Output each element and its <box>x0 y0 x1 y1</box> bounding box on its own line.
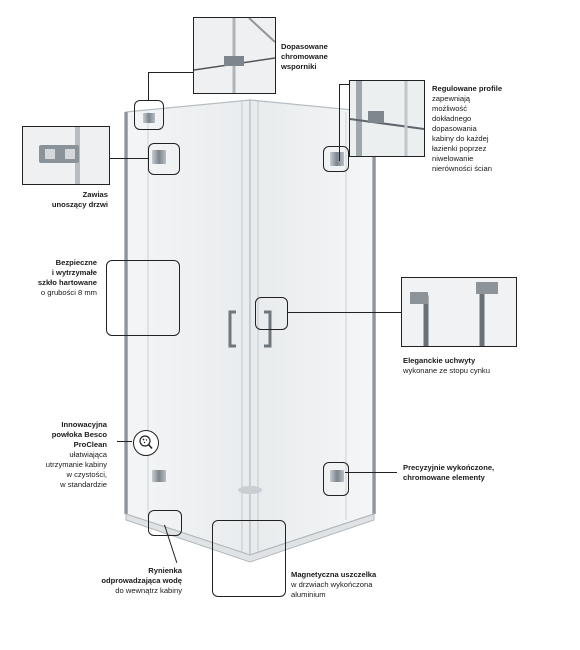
coating-title-2: powłoka Besco <box>51 430 107 439</box>
connector-finish <box>345 472 397 474</box>
hinge-title-2: unoszący drzwi <box>51 200 108 209</box>
label-handles: Eleganckie uchwyty wykonane ze stopu cyn… <box>403 356 490 376</box>
label-brackets: Dopasowane chromowane wsporniki <box>281 42 328 72</box>
profiles-desc-5: kabiny do każdej <box>432 134 489 143</box>
callout-handle <box>255 297 288 330</box>
photo-hinge <box>22 126 110 185</box>
profiles-desc-8: nierówności ścian <box>432 164 492 173</box>
callout-hinge <box>148 143 180 175</box>
coating-desc-2: utrzymanie kabiny <box>45 460 107 469</box>
label-hinge: Zawias unoszący drzwi <box>40 190 108 210</box>
callout-finish <box>323 462 349 496</box>
coating-title-1: Innowacyjna <box>61 420 107 429</box>
connector-handles <box>287 312 401 314</box>
seal-desc-1: w drzwiach wykończona <box>291 580 373 589</box>
connector-brackets-h <box>148 72 193 74</box>
connector-coating <box>117 441 132 443</box>
profiles-desc-1: zapewniają <box>432 94 470 103</box>
left-wall-profile <box>124 112 128 514</box>
brackets-title-1: Dopasowane <box>281 42 328 51</box>
right-hinge <box>330 152 344 166</box>
profiles-desc-3: dokładnego <box>432 114 472 123</box>
photo-handles <box>401 277 517 347</box>
profiles-desc-6: łazienki poprzez <box>432 144 487 153</box>
connector-hinge <box>108 158 148 160</box>
glass-title-3: szkło hartowane <box>37 278 97 287</box>
photo-brackets <box>193 17 276 94</box>
left-handle <box>228 310 236 348</box>
handles-desc: wykonane ze stopu cynku <box>403 366 490 375</box>
tray-title-1: Rynienka <box>148 566 182 575</box>
finish-title-2: chromowane elementy <box>403 473 485 482</box>
profiles-desc-4: dopasowania <box>432 124 477 133</box>
coating-title-3: ProClean <box>73 440 107 449</box>
callout-seal <box>212 520 286 597</box>
profiles-desc-7: niwelowanie <box>432 154 474 163</box>
connector-profiles-v <box>339 84 341 161</box>
brackets-title-3: wsporniki <box>281 62 317 71</box>
drain <box>238 486 262 494</box>
label-finish: Precyzyjnie wykończone, chromowane eleme… <box>403 463 494 483</box>
hinge-title-1: Zawias <box>82 190 108 199</box>
profiles-title: Regulowane profile <box>432 84 503 93</box>
top-bracket <box>143 113 155 123</box>
glass-desc: o grubości 8 mm <box>40 288 97 297</box>
callout-tray <box>148 510 182 536</box>
coating-desc-4: w standardzie <box>60 480 107 489</box>
coating-desc-1: ułatwiająca <box>69 450 107 459</box>
label-tray: Rynienka odprowadzająca wodę do wewnątrz… <box>70 566 182 596</box>
label-profiles: Regulowane profile zapewniają możliwość … <box>432 84 502 174</box>
label-glass: Bezpieczne i wytrzymałe szkło hartowane … <box>10 258 97 298</box>
brackets-title-2: chromowane <box>281 52 328 61</box>
connector-profiles-h <box>339 84 349 86</box>
finish-title-1: Precyzyjnie wykończone, <box>403 463 495 472</box>
glass-title-1: Bezpieczne <box>55 258 97 267</box>
glass-title-2: i wytrzymałe <box>51 268 97 277</box>
shower-tray <box>125 513 375 563</box>
coating-desc-3: w czystości, <box>66 470 107 479</box>
seal-title: Magnetyczna uszczelka <box>291 570 377 579</box>
sparkle-magnifier-icon <box>133 430 159 456</box>
handles-title: Eleganckie uchwyty <box>403 356 476 365</box>
label-seal: Magnetyczna uszczelka w drzwiach wykończ… <box>291 570 376 600</box>
left-hinge <box>152 150 166 164</box>
label-coating: Innowacyjna powłoka Besco ProClean ułatw… <box>20 420 107 490</box>
tray-title-2: odprowadzająca wodę <box>101 576 182 585</box>
callout-bracket <box>134 100 164 130</box>
tray-desc: do wewnątrz kabiny <box>115 586 182 595</box>
seal-desc-2: aluminium <box>291 590 326 599</box>
connector-brackets-v <box>148 72 150 100</box>
callout-profile <box>323 146 349 172</box>
photo-profiles <box>349 80 425 157</box>
callout-glass <box>106 260 180 336</box>
profiles-desc-2: możliwość <box>432 104 468 113</box>
